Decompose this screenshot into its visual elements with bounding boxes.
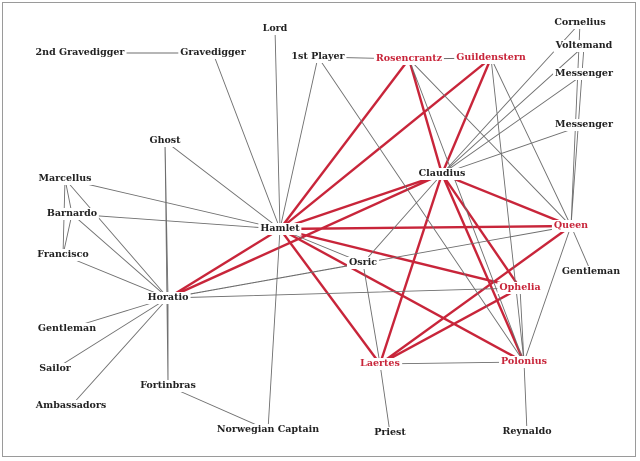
edge-claudius-horatio bbox=[166, 172, 444, 300]
edge-hamlet-horatio bbox=[166, 227, 282, 300]
edge-claudius-polonius bbox=[440, 172, 526, 364]
node-priest: Priest bbox=[372, 427, 408, 439]
node-laertes: Laertes bbox=[358, 358, 402, 370]
edge-horatio-osric bbox=[167, 262, 364, 299]
edge-queen-guildenstern bbox=[490, 57, 572, 227]
node-gravedigger2: 2nd Gravedigger bbox=[33, 47, 127, 59]
edge-polonius-guildenstern bbox=[490, 57, 525, 363]
edge-hamlet-player1 bbox=[279, 56, 319, 230]
edge-hamlet-laertes bbox=[278, 227, 382, 366]
node-francisco: Francisco bbox=[35, 249, 91, 261]
node-ophelia: Ophelia bbox=[497, 282, 543, 294]
edge-queen-gentleman2 bbox=[570, 225, 592, 273]
edge-hamlet-ophelia bbox=[278, 227, 522, 290]
edge-claudius-messenger1 bbox=[441, 73, 585, 175]
edge-claudius-rosencrantz bbox=[407, 57, 444, 176]
node-queen: Queen bbox=[551, 220, 591, 232]
edge-barnardo-francisco bbox=[62, 213, 73, 256]
edge-claudius-messenger2 bbox=[441, 124, 585, 175]
edge-polonius-reynaldo bbox=[523, 361, 528, 433]
edge-queen-rosencrantz bbox=[408, 58, 572, 227]
edge-ophelia-horatio bbox=[167, 287, 521, 299]
node-gentleman2: Gentleman bbox=[559, 266, 623, 278]
edge-hamlet-marcellus bbox=[64, 178, 281, 230]
edge-laertes-queen bbox=[378, 224, 573, 366]
node-fortinbras: Fortinbras bbox=[138, 380, 198, 392]
node-hamlet: Hamlet bbox=[258, 223, 302, 235]
node-captain: Norwegian Captain bbox=[214, 424, 322, 436]
edge-hamlet-captain bbox=[267, 228, 281, 431]
edge-hamlet-barnardo bbox=[71, 213, 281, 230]
node-gentleman1: Gentleman bbox=[35, 323, 99, 335]
edge-queen-polonius bbox=[523, 225, 572, 363]
edge-hamlet-gravedigger bbox=[212, 52, 281, 230]
edge-hamlet-lord bbox=[274, 28, 281, 230]
node-ambassadors: Ambassadors bbox=[33, 400, 109, 412]
node-guildenstern: Guildenstern bbox=[454, 52, 528, 64]
edge-laertes-ophelia bbox=[378, 286, 522, 366]
edge-ophelia-polonius bbox=[519, 287, 525, 363]
edge-horatio-francisco bbox=[62, 254, 169, 299]
edge-laertes-osric bbox=[362, 262, 381, 365]
edge-polonius-rosencrantz bbox=[408, 58, 525, 363]
node-rosencrantz: Rosencrantz bbox=[373, 53, 445, 65]
edge-horatio-marcellus bbox=[64, 178, 169, 299]
edge-horatio-ambassadors bbox=[70, 297, 169, 407]
edge-claudius-laertes bbox=[378, 172, 444, 366]
edge-claudius-voltemand bbox=[441, 45, 585, 175]
edge-hamlet-guildenstern bbox=[278, 56, 493, 231]
node-voltemand: Voltemand bbox=[553, 40, 615, 52]
edge-claudius-guildenstern bbox=[440, 56, 493, 176]
node-osric: Osric bbox=[346, 257, 380, 269]
node-player1: 1st Player bbox=[289, 51, 347, 63]
edge-hamlet-ghost bbox=[164, 140, 281, 230]
edge-hamlet-claudius bbox=[278, 172, 444, 231]
node-horatio: Horatio bbox=[145, 292, 191, 304]
diagram-frame bbox=[2, 2, 636, 457]
edge-ghost-fortinbras bbox=[164, 140, 169, 387]
node-ghost: Ghost bbox=[147, 135, 183, 147]
edge-fortinbras-captain bbox=[167, 385, 269, 431]
edge-laertes-priest bbox=[379, 363, 391, 434]
edge-horatio-barnardo bbox=[71, 213, 169, 299]
node-claudius: Claudius bbox=[416, 168, 468, 180]
edge-player1-polonius bbox=[317, 56, 525, 363]
edge-claudius-ophelia bbox=[440, 172, 522, 290]
node-sailor: Sailor bbox=[37, 363, 73, 375]
edge-hamlet-rosencrantz bbox=[278, 57, 411, 231]
node-gravedigger: Gravedigger bbox=[178, 47, 248, 59]
node-reynaldo: Reynaldo bbox=[500, 426, 554, 438]
node-messenger1: Messenger bbox=[553, 68, 615, 80]
node-lord: Lord bbox=[260, 23, 290, 35]
node-marcellus: Marcellus bbox=[36, 173, 94, 185]
node-cornelius: Cornelius bbox=[552, 17, 608, 29]
node-messenger2: Messenger bbox=[553, 119, 615, 131]
edge-horatio-sailor bbox=[54, 297, 169, 370]
node-barnardo: Barnardo bbox=[44, 208, 100, 220]
edge-claudius-osric bbox=[362, 173, 443, 264]
node-polonius: Polonius bbox=[499, 356, 549, 368]
